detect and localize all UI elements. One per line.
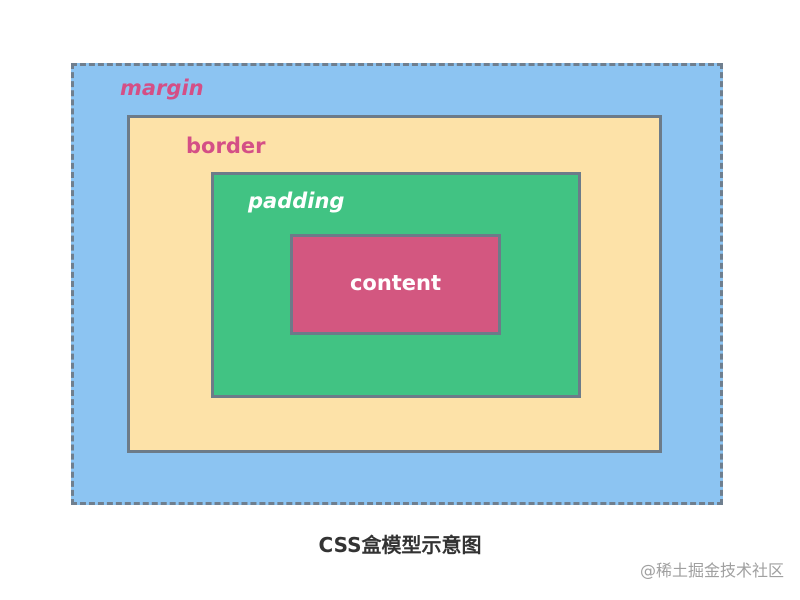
- content-label: content: [349, 271, 442, 295]
- diagram-caption: CSS盒模型示意图: [318, 533, 482, 557]
- content-area: [290, 234, 501, 335]
- border-label: border: [186, 134, 266, 158]
- watermark: @稀土掘金技术社区: [639, 561, 784, 580]
- margin-label: margin: [120, 76, 204, 100]
- padding-label: padding: [248, 189, 345, 213]
